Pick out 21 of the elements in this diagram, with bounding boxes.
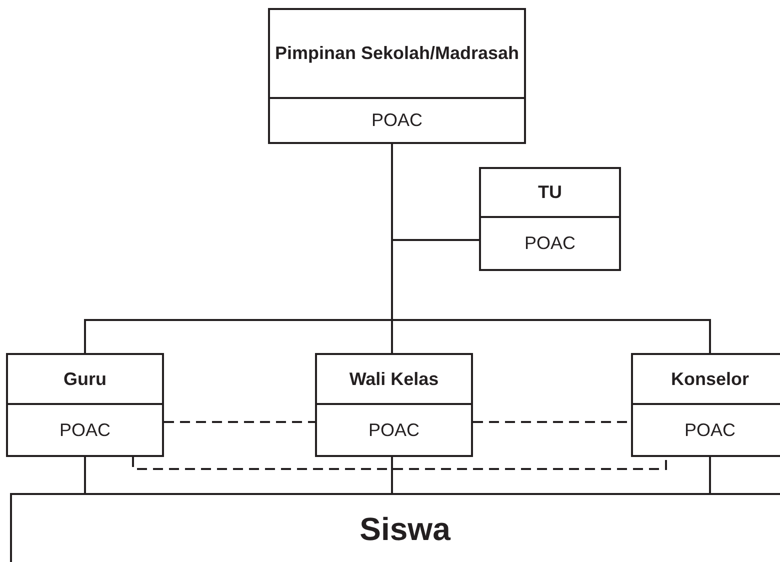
function-text: POAC <box>524 232 576 255</box>
function-text: POAC <box>368 418 420 442</box>
role-title: Konselor <box>670 368 749 390</box>
role-title: TU <box>538 181 562 204</box>
dashed-connector <box>132 457 667 470</box>
connector-line <box>709 457 711 493</box>
role-box <box>6 353 164 457</box>
connector-line <box>84 457 86 493</box>
role-box <box>315 353 473 457</box>
role-title: Guru <box>64 368 106 390</box>
role-box <box>479 167 621 271</box>
role-box <box>631 353 780 457</box>
role-box <box>268 8 526 144</box>
dashed-connector <box>164 421 315 423</box>
function-text: POAC <box>371 109 422 132</box>
role-title: Wali Kelas <box>349 368 439 390</box>
function-text: POAC <box>59 418 110 442</box>
function-text: POAC <box>684 418 736 442</box>
connector-line <box>391 457 393 493</box>
role-title: Pimpinan Sekolah/Madrasah <box>274 42 520 65</box>
group-title: Siswa <box>360 510 450 549</box>
